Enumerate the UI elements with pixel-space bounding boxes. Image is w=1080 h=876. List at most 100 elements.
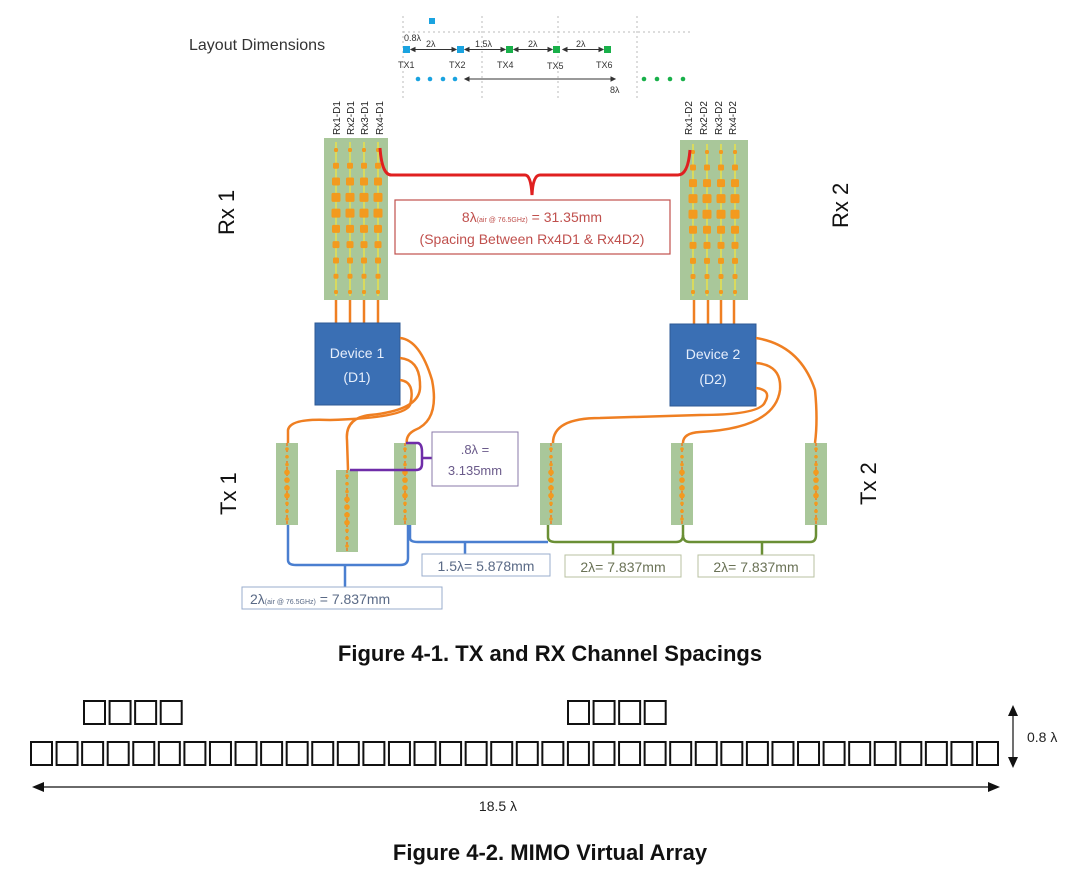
- virtual-element: [900, 742, 921, 765]
- rx-patch: [718, 258, 724, 264]
- rx-patch: [733, 290, 737, 294]
- rx-patch: [332, 225, 340, 233]
- rx-patch: [332, 193, 341, 202]
- tx-patch: [403, 509, 407, 513]
- rx2-d2-label: Rx2-D2: [699, 101, 710, 135]
- rx-patch: [732, 165, 738, 171]
- tx-patch: [344, 497, 350, 503]
- rx-patch: [703, 179, 711, 187]
- tx5-label: TX5: [547, 61, 564, 71]
- rx2-dots: [642, 77, 686, 82]
- tx2-pair-b-note: 2λ= 7.837mm: [698, 555, 814, 577]
- tx-patch: [813, 477, 819, 483]
- virtual-element: [261, 742, 282, 765]
- tx-patch: [680, 455, 684, 459]
- tx1-pair-lambda: 2λ: [250, 591, 265, 607]
- rx-patch: [361, 163, 367, 169]
- tx2-pair-a-note: 2λ= 7.837mm: [565, 555, 681, 577]
- tx2-pair-b-text: 2λ= 7.837mm: [713, 559, 798, 575]
- rx-spacing-bracket: [380, 148, 690, 195]
- rx3-d2-label: Rx3-D2: [714, 101, 725, 135]
- rx2-label: Rx 2: [828, 183, 853, 228]
- rx1-d1-label: Rx1-D1: [332, 101, 343, 135]
- rx-patch: [718, 165, 724, 171]
- height-dimension-label: 0.8 λ: [1027, 729, 1057, 745]
- rx-patch: [704, 165, 710, 171]
- rx-patch: [334, 274, 339, 279]
- rx1-dots: [416, 77, 458, 82]
- tx1-pair-sub: (air @ 76.5GHz): [265, 599, 316, 606]
- tx-patch: [402, 477, 408, 483]
- virtual-element: [593, 742, 614, 765]
- tx-patch: [403, 447, 407, 451]
- layout-dimensions-title: Layout Dimensions: [189, 37, 325, 54]
- virtual-element: [849, 742, 870, 765]
- rx-patch: [733, 274, 738, 279]
- rx-patch: [374, 178, 382, 186]
- tx2-pair-a-text: 2λ= 7.837mm: [580, 559, 665, 575]
- rx-patch: [689, 226, 697, 234]
- tx-patch: [403, 455, 407, 459]
- virtual-element: [133, 742, 154, 765]
- spacing-label-tx4-tx5: 2λ: [528, 39, 538, 49]
- virtual-element: [568, 742, 589, 765]
- virtual-element: [184, 742, 205, 765]
- tx6-antenna: [805, 443, 827, 525]
- virtual-element: [517, 742, 538, 765]
- virtual-element-elevated: [110, 701, 131, 724]
- virtual-element-elevated: [161, 701, 182, 724]
- rx-patch: [689, 210, 698, 219]
- tx-patch: [814, 447, 818, 451]
- rx-patch: [731, 179, 739, 187]
- virtual-element: [875, 742, 896, 765]
- tx5-marker: [553, 46, 560, 53]
- rx-patch: [347, 241, 354, 248]
- tx-patch: [345, 474, 349, 478]
- tx-patch: [679, 485, 685, 491]
- tx-patch: [680, 509, 684, 513]
- tx1-label: TX1: [398, 60, 415, 70]
- rx-patch: [731, 210, 740, 219]
- virtual-element: [798, 742, 819, 765]
- tx-patch: [548, 493, 554, 499]
- rx2-d1-label: Rx2-D1: [346, 101, 357, 135]
- tx-patch: [284, 477, 290, 483]
- virtual-element-elevated: [135, 701, 156, 724]
- tx-patch: [813, 470, 819, 476]
- rx-spacing-note: 8λ(air @ 76.5GHz) = 31.35mm (Spacing Bet…: [395, 200, 670, 254]
- tx-patch: [284, 493, 290, 499]
- virtual-element: [824, 742, 845, 765]
- tx1-group-label: Tx 1: [216, 472, 241, 515]
- tx-patch: [814, 455, 818, 459]
- elevation-note-line2: 3.135mm: [448, 463, 502, 478]
- rx-patch: [703, 226, 711, 234]
- tx-patch: [549, 447, 553, 451]
- rx-patch: [360, 193, 369, 202]
- tx-patch: [285, 502, 289, 506]
- virtual-element: [926, 742, 947, 765]
- tx-patch: [284, 470, 290, 476]
- rx-patch: [360, 178, 368, 186]
- tx-patch: [549, 517, 553, 521]
- rx-patch: [333, 257, 339, 263]
- virtual-element: [977, 742, 998, 765]
- device-1-name: Device 1: [330, 345, 385, 361]
- virtual-element: [389, 742, 410, 765]
- tx-patch: [680, 502, 684, 506]
- virtual-element: [619, 742, 640, 765]
- tx5-antenna: [671, 443, 693, 525]
- tx-patch: [345, 536, 349, 540]
- rx-patch: [691, 290, 695, 294]
- tx-patch: [549, 509, 553, 513]
- tx-patch: [402, 485, 408, 491]
- figure-4-2-caption: Figure 4-2. MIMO Virtual Array: [10, 840, 1080, 866]
- rx-patch: [362, 148, 366, 152]
- rx-patch: [362, 290, 366, 294]
- virtual-element: [236, 742, 257, 765]
- rx-patch: [691, 150, 695, 154]
- rx-patch: [332, 209, 341, 218]
- rx2-antenna-board: [680, 140, 748, 300]
- rx-feed-traces: [336, 300, 734, 324]
- rx-patch: [332, 178, 340, 186]
- virtual-element-elevated: [84, 701, 105, 724]
